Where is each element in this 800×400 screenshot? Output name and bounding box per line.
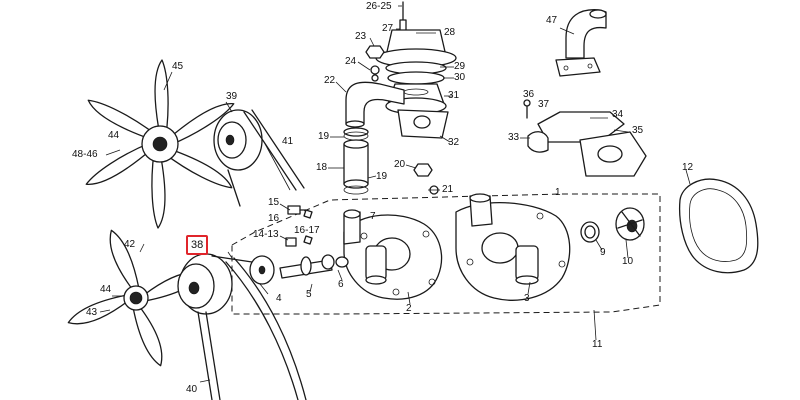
callout-42: 42 [124, 239, 136, 250]
callout-4: 4 [276, 293, 282, 304]
callout-37: 37 [538, 99, 550, 110]
callout-5: 5 [306, 289, 312, 300]
callout-31: 31 [448, 90, 460, 101]
callout-26-25: 26-25 [366, 1, 392, 12]
hose-18-19 [343, 127, 369, 195]
assembly-boundary [231, 193, 661, 315]
callout-41: 41 [282, 136, 294, 147]
water-pump-3 [455, 193, 571, 301]
callout-2: 2 [406, 303, 412, 314]
callout-28: 28 [444, 27, 456, 38]
callout-44-upper: 44 [108, 130, 120, 141]
callout-14-13: 14-13 [253, 229, 279, 240]
callout-38-highlighted[interactable]: 38 [186, 235, 209, 255]
thermostat-housing [375, 1, 457, 139]
shaft-5 [279, 254, 335, 279]
callout-40: 40 [186, 384, 198, 395]
bolts-13-17 [285, 205, 313, 247]
callout-29: 29 [454, 61, 466, 72]
callout-27: 27 [382, 23, 394, 34]
callout-19-upper: 19 [318, 131, 330, 142]
fan-45 [85, 59, 235, 229]
outlet-elbow-47 [555, 9, 607, 77]
impeller-10 [615, 207, 645, 241]
pulley-39 [213, 109, 263, 171]
callout-7: 7 [370, 211, 376, 222]
callout-3: 3 [524, 293, 530, 304]
callout-39: 39 [226, 91, 238, 102]
bolt-23 [365, 45, 385, 82]
callout-9: 9 [600, 247, 606, 258]
callout-48-46: 48-46 [72, 149, 98, 160]
callout-32: 32 [448, 137, 460, 148]
callout-22: 22 [324, 75, 336, 86]
callout-6: 6 [338, 279, 344, 290]
callout-33: 33 [508, 132, 520, 143]
water-pump-2 [335, 209, 443, 300]
callout-30: 30 [454, 72, 466, 83]
callout-47: 47 [546, 15, 558, 26]
callout-19-lower: 19 [376, 171, 388, 182]
housing-33-35 [523, 99, 647, 177]
callout-21: 21 [442, 184, 454, 195]
seal-9 [580, 221, 600, 243]
callout-45: 45 [172, 61, 184, 72]
callout-44-lower: 44 [100, 284, 112, 295]
callout-11: 11 [592, 339, 603, 350]
pulley-38 [177, 253, 253, 315]
callout-16: 16 [268, 213, 280, 224]
callout-18: 18 [316, 162, 328, 173]
callout-23: 23 [355, 31, 367, 42]
gasket-12 [678, 178, 759, 274]
hose-pipe-22 [345, 81, 405, 128]
callout-43: 43 [86, 307, 98, 318]
callout-36: 36 [523, 89, 535, 100]
callout-20: 20 [394, 159, 406, 170]
callout-12: 12 [682, 162, 694, 173]
bolt-20-21 [413, 163, 439, 195]
callout-15: 15 [268, 197, 280, 208]
leader-lines [99, 5, 691, 383]
belt-41 [227, 109, 305, 207]
hub-4 [249, 255, 275, 285]
belt-40 [197, 257, 307, 400]
callout-34: 34 [612, 109, 624, 120]
callout-24: 24 [345, 56, 357, 67]
callout-16-17: 16-17 [294, 225, 320, 236]
fan-42 [67, 229, 205, 367]
callout-10: 10 [622, 256, 634, 267]
callout-35: 35 [632, 125, 644, 136]
callout-1: 1 [555, 187, 561, 198]
